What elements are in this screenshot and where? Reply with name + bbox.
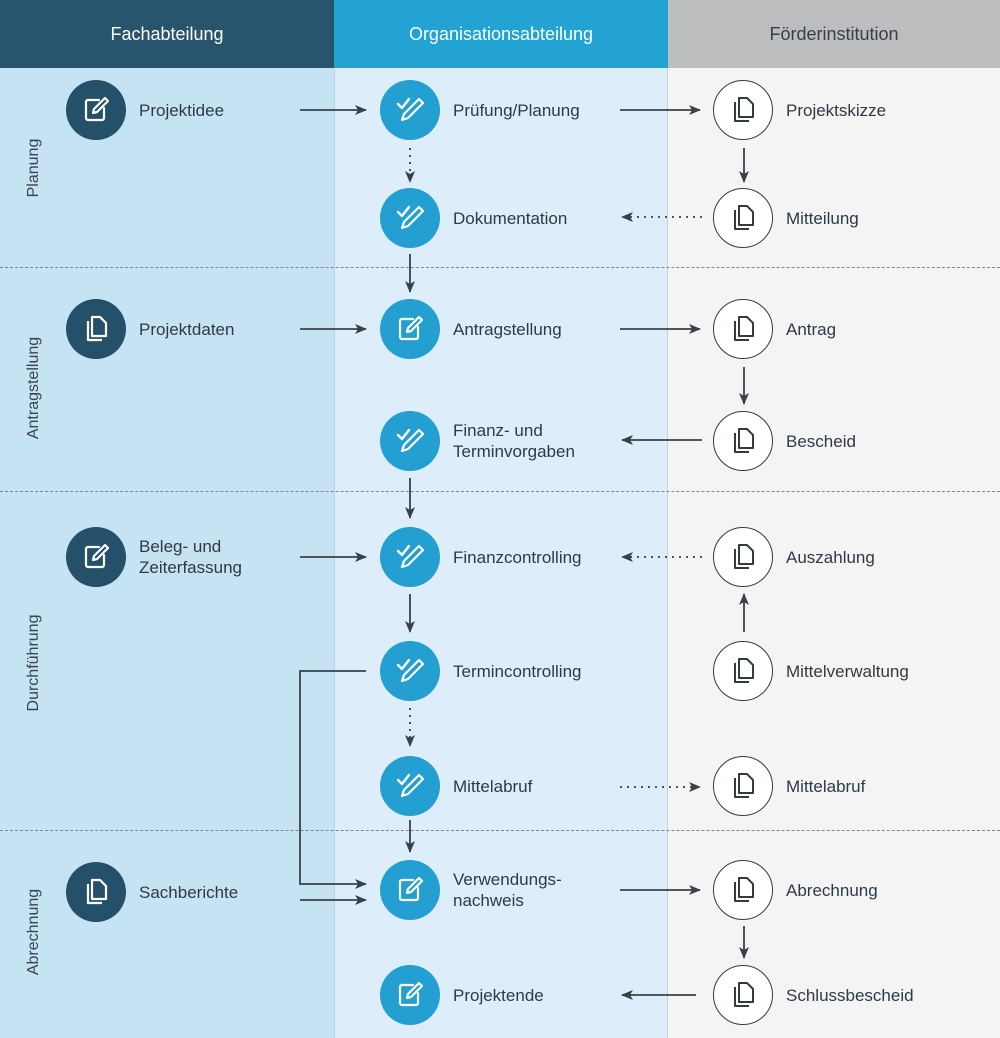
node-pruefung-planung[interactable]: Prüfung/Planung <box>380 80 580 140</box>
node-label: Verwendungs- nachweis <box>453 870 562 910</box>
node-finanzcontrolling[interactable]: Finanzcontrolling <box>380 527 582 587</box>
check-pen-icon <box>380 756 440 816</box>
node-label: Antrag <box>786 319 837 339</box>
node-mittelabruf-org[interactable]: Mittelabruf <box>380 756 532 816</box>
node-antragstellung[interactable]: Antragstellung <box>380 299 562 359</box>
documents-icon <box>713 527 773 587</box>
node-schlussbescheid[interactable]: Schlussbescheid <box>713 965 914 1025</box>
node-mitteilung[interactable]: Mitteilung <box>713 188 859 248</box>
node-verwendungsnachweis[interactable]: Verwendungs- nachweis <box>380 860 562 920</box>
node-label: Mitteilung <box>786 208 859 228</box>
node-projektskizze[interactable]: Projektskizze <box>713 80 886 140</box>
phase-separator <box>0 267 1000 268</box>
node-projektende[interactable]: Projektende <box>380 965 544 1025</box>
node-bescheid[interactable]: Bescheid <box>713 411 856 471</box>
node-dokumentation[interactable]: Dokumentation <box>380 188 567 248</box>
node-label: Mittelabruf <box>786 776 866 796</box>
phase-separator <box>0 830 1000 831</box>
node-mittelverwaltung[interactable]: Mittelverwaltung <box>713 641 909 701</box>
node-label: Sachberichte <box>139 882 239 902</box>
node-label: Schlussbescheid <box>786 985 914 1005</box>
check-pen-icon <box>380 188 440 248</box>
column-title: Förderinstitution <box>769 23 899 44</box>
documents-icon <box>713 299 773 359</box>
column-title: Organisationsabteilung <box>408 23 594 44</box>
documents-icon <box>713 641 773 701</box>
check-pen-icon <box>380 411 440 471</box>
documents-icon <box>713 756 773 816</box>
node-label: Finanz- und Terminvorgaben <box>453 421 575 461</box>
node-label: Auszahlung <box>786 547 875 567</box>
node-label: Antragstellung <box>453 319 562 339</box>
node-projektdaten[interactable]: Projektdaten <box>66 299 234 359</box>
node-label: Projektdaten <box>139 319 235 339</box>
documents-icon <box>713 860 773 920</box>
node-label: Prüfung/Planung <box>453 100 580 120</box>
edit-icon <box>66 527 126 587</box>
node-label: Termincontrolling <box>453 661 582 681</box>
node-label: Projektidee <box>139 100 225 120</box>
node-label: Projektende <box>453 985 544 1005</box>
lane-fachabteilung <box>0 0 334 1038</box>
node-antrag[interactable]: Antrag <box>713 299 836 359</box>
node-projektidee[interactable]: Projektidee <box>66 80 224 140</box>
node-label: Abrechnung <box>786 880 878 900</box>
node-label: Dokumentation <box>453 208 568 228</box>
node-termincontrolling[interactable]: Termincontrolling <box>380 641 582 701</box>
node-label: Finanzcontrolling <box>453 547 582 567</box>
arrow-termincontrolling-verwendungsnachweis <box>299 670 367 889</box>
node-label: Projektskizze <box>786 100 887 120</box>
node-label: Mittelabruf <box>453 776 533 796</box>
documents-icon <box>66 862 126 922</box>
lane-foerderinstitution <box>668 0 1000 1038</box>
phase-separator <box>0 491 1000 492</box>
edit-icon <box>380 299 440 359</box>
edit-icon <box>66 80 126 140</box>
column-title: Fachabteilung <box>110 23 224 44</box>
check-pen-icon <box>380 641 440 701</box>
node-beleg-zeiterfassung[interactable]: Beleg- und Zeiterfassung <box>66 527 242 587</box>
node-auszahlung[interactable]: Auszahlung <box>713 527 875 587</box>
node-sachberichte[interactable]: Sachberichte <box>66 862 238 922</box>
documents-icon <box>713 965 773 1025</box>
column-header-foerderinstitution: Förderinstitution <box>668 0 1000 68</box>
node-label: Beleg- und Zeiterfassung <box>139 537 242 577</box>
documents-icon <box>713 188 773 248</box>
check-pen-icon <box>380 80 440 140</box>
node-finanz-terminvorgaben[interactable]: Finanz- und Terminvorgaben <box>380 411 575 471</box>
documents-icon <box>713 411 773 471</box>
column-header-fachabteilung: Fachabteilung <box>0 0 334 68</box>
edit-icon <box>380 965 440 1025</box>
check-pen-icon <box>380 527 440 587</box>
column-header-organisationsabteilung: Organisationsabteilung <box>334 0 668 68</box>
node-label: Bescheid <box>786 431 856 451</box>
documents-icon <box>66 299 126 359</box>
node-abrechnung[interactable]: Abrechnung <box>713 860 878 920</box>
node-mittelabruf-foerd[interactable]: Mittelabruf <box>713 756 865 816</box>
edit-icon <box>380 860 440 920</box>
documents-icon <box>713 80 773 140</box>
node-label: Mittelverwaltung <box>786 661 909 681</box>
lane-organisationsabteilung <box>334 0 668 1038</box>
